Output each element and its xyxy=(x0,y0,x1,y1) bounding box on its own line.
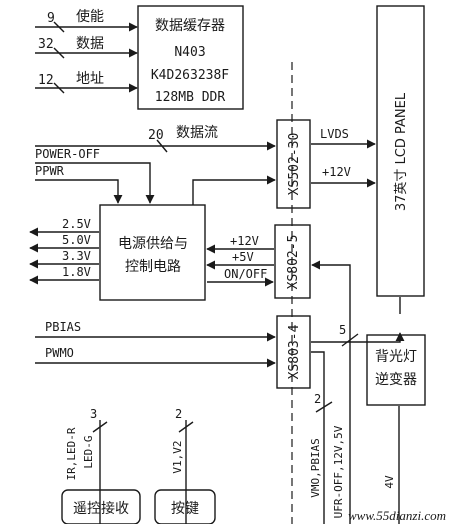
xs803-label: XS803-4 xyxy=(287,324,302,379)
power-off-label: POWER-OFF xyxy=(35,147,100,161)
address-count: 12 xyxy=(38,73,54,88)
led-g-label: LED-G xyxy=(82,435,95,468)
out-3-3v-label: 3.3V xyxy=(62,249,91,263)
data-label: 数据 xyxy=(76,36,104,52)
xs802-feed-line xyxy=(311,260,351,524)
remote-receiver-label: 遥控接收 xyxy=(73,500,129,517)
v1-v2-label: V1,V2 xyxy=(171,440,184,473)
power-supply-block xyxy=(99,204,206,301)
power-supply-title-2: 控制电路 xyxy=(125,259,181,275)
plus5v-label: +5V xyxy=(232,250,254,264)
data-flow-label: 数据流 xyxy=(176,125,218,141)
ps-to-xs502-line xyxy=(192,175,276,205)
lvds-label: LVDS xyxy=(320,127,349,141)
count-2-left-label: 2 xyxy=(175,407,182,421)
ir-led-label: IR,LED-R xyxy=(65,427,78,480)
ufr-off-label: UFR-OFF,12V,5V xyxy=(332,425,345,518)
pwmo-label: PWMO xyxy=(45,346,74,360)
count-3-label: 3 xyxy=(90,407,97,421)
pbias-label: PBIAS xyxy=(45,320,81,334)
plus12v-top-label: +12V xyxy=(322,165,351,179)
memory-size: 128MB DDR xyxy=(155,90,226,105)
backlight-inverter-block xyxy=(366,334,426,406)
memory-title: 数据缓存器 xyxy=(155,18,225,34)
power-off-line xyxy=(35,162,155,204)
plus12v-label: +12V xyxy=(230,234,259,248)
enable-count: 9 xyxy=(47,11,55,26)
memory-part: N403 xyxy=(174,45,205,60)
backlight-title-2: 逆变器 xyxy=(375,372,417,388)
xs803-to-backlight-line xyxy=(311,332,405,343)
power-supply-title-1: 电源供给与 xyxy=(118,236,188,252)
xs502-connector xyxy=(276,119,311,209)
out-2-5v-label: 2.5V xyxy=(62,217,91,231)
keypad-block xyxy=(154,489,216,524)
xs802-label: XS802-5 xyxy=(286,235,301,290)
keypad-label: 按键 xyxy=(171,501,199,517)
lcd-panel-block xyxy=(376,5,425,297)
xs803-connector xyxy=(276,315,311,389)
backlight-title-1: 背光灯 xyxy=(375,349,417,365)
v4-label: 4V xyxy=(383,475,396,489)
address-label: 地址 xyxy=(76,71,104,87)
data-flow-count: 20 xyxy=(148,128,164,143)
memory-block xyxy=(137,5,244,110)
enable-label: 使能 xyxy=(76,8,104,25)
count-2-right-label: 2 xyxy=(314,392,321,406)
xs803-bottom-line xyxy=(311,351,325,524)
on-off-label: ON/OFF xyxy=(224,267,267,281)
out-5-0v-label: 5.0V xyxy=(62,233,91,247)
ppwr-line xyxy=(35,179,123,204)
xs502-label: XS502-30 xyxy=(287,133,302,196)
vmo-pbias-label: VMO,PBIAS xyxy=(309,438,322,498)
watermark-text: www.55dianzi.com xyxy=(348,508,446,523)
lcd-panel-label: 37英寸 LCD PANEL xyxy=(394,92,409,211)
remote-receiver-block xyxy=(61,489,141,524)
out-1-8v-label: 1.8V xyxy=(62,265,91,279)
count-5-label: 5 xyxy=(339,323,346,337)
data-count: 32 xyxy=(38,37,54,52)
memory-chip: K4D263238F xyxy=(151,68,229,83)
ppwr-label: PPWR xyxy=(35,164,65,178)
